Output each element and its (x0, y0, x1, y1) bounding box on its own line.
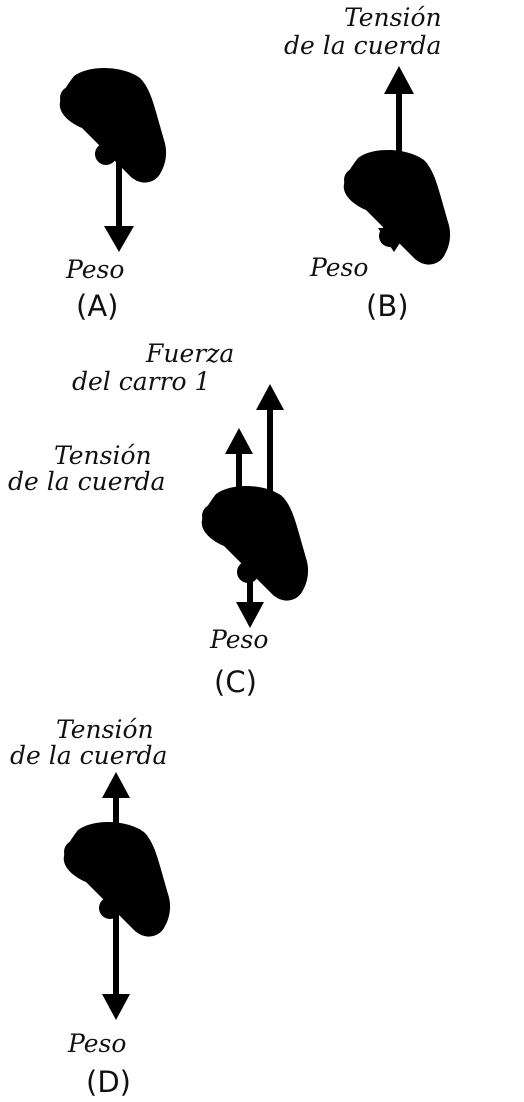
weight-label: Peso (67, 1029, 126, 1058)
weight-label: Peso (209, 625, 268, 654)
panel-letter-d: (D) (86, 1065, 131, 1099)
panel-a: Peso (A) (59, 67, 167, 323)
panel-letter-b: (B) (366, 289, 409, 323)
weight-arrow (104, 124, 134, 252)
force-car-label-line-2: del carro 1 (72, 367, 210, 396)
weight-arrow (378, 206, 410, 252)
tension-label-line-1: Tensión (56, 715, 154, 744)
panel-c: Fuerza del carro 1 Tensión de la cuerda … (8, 339, 309, 699)
tension-label-line-1: Tensión (54, 441, 152, 470)
force-car-label-line-1: Fuerza (145, 339, 234, 368)
weight-label: Peso (309, 253, 368, 282)
tension-label-line-2: de la cuerda (8, 467, 165, 496)
car-icon (201, 485, 309, 601)
car-icon (59, 67, 167, 183)
panel-b: Tensión de la cuerda Peso (B) (284, 3, 451, 323)
force-car-arrow (256, 384, 284, 502)
panel-letter-a: (A) (76, 289, 118, 323)
panel-letter-c: (C) (214, 665, 257, 699)
panel-d: Tensión de la cuerda Peso (D) (10, 715, 171, 1099)
weight-label: Peso (65, 255, 124, 284)
weight-arrow (102, 880, 130, 1020)
tension-label-line-1: Tensión (344, 3, 442, 32)
tension-label-line-2: de la cuerda (10, 741, 167, 770)
tension-label-line-2: de la cuerda (284, 31, 441, 60)
weight-arrow (236, 544, 264, 628)
